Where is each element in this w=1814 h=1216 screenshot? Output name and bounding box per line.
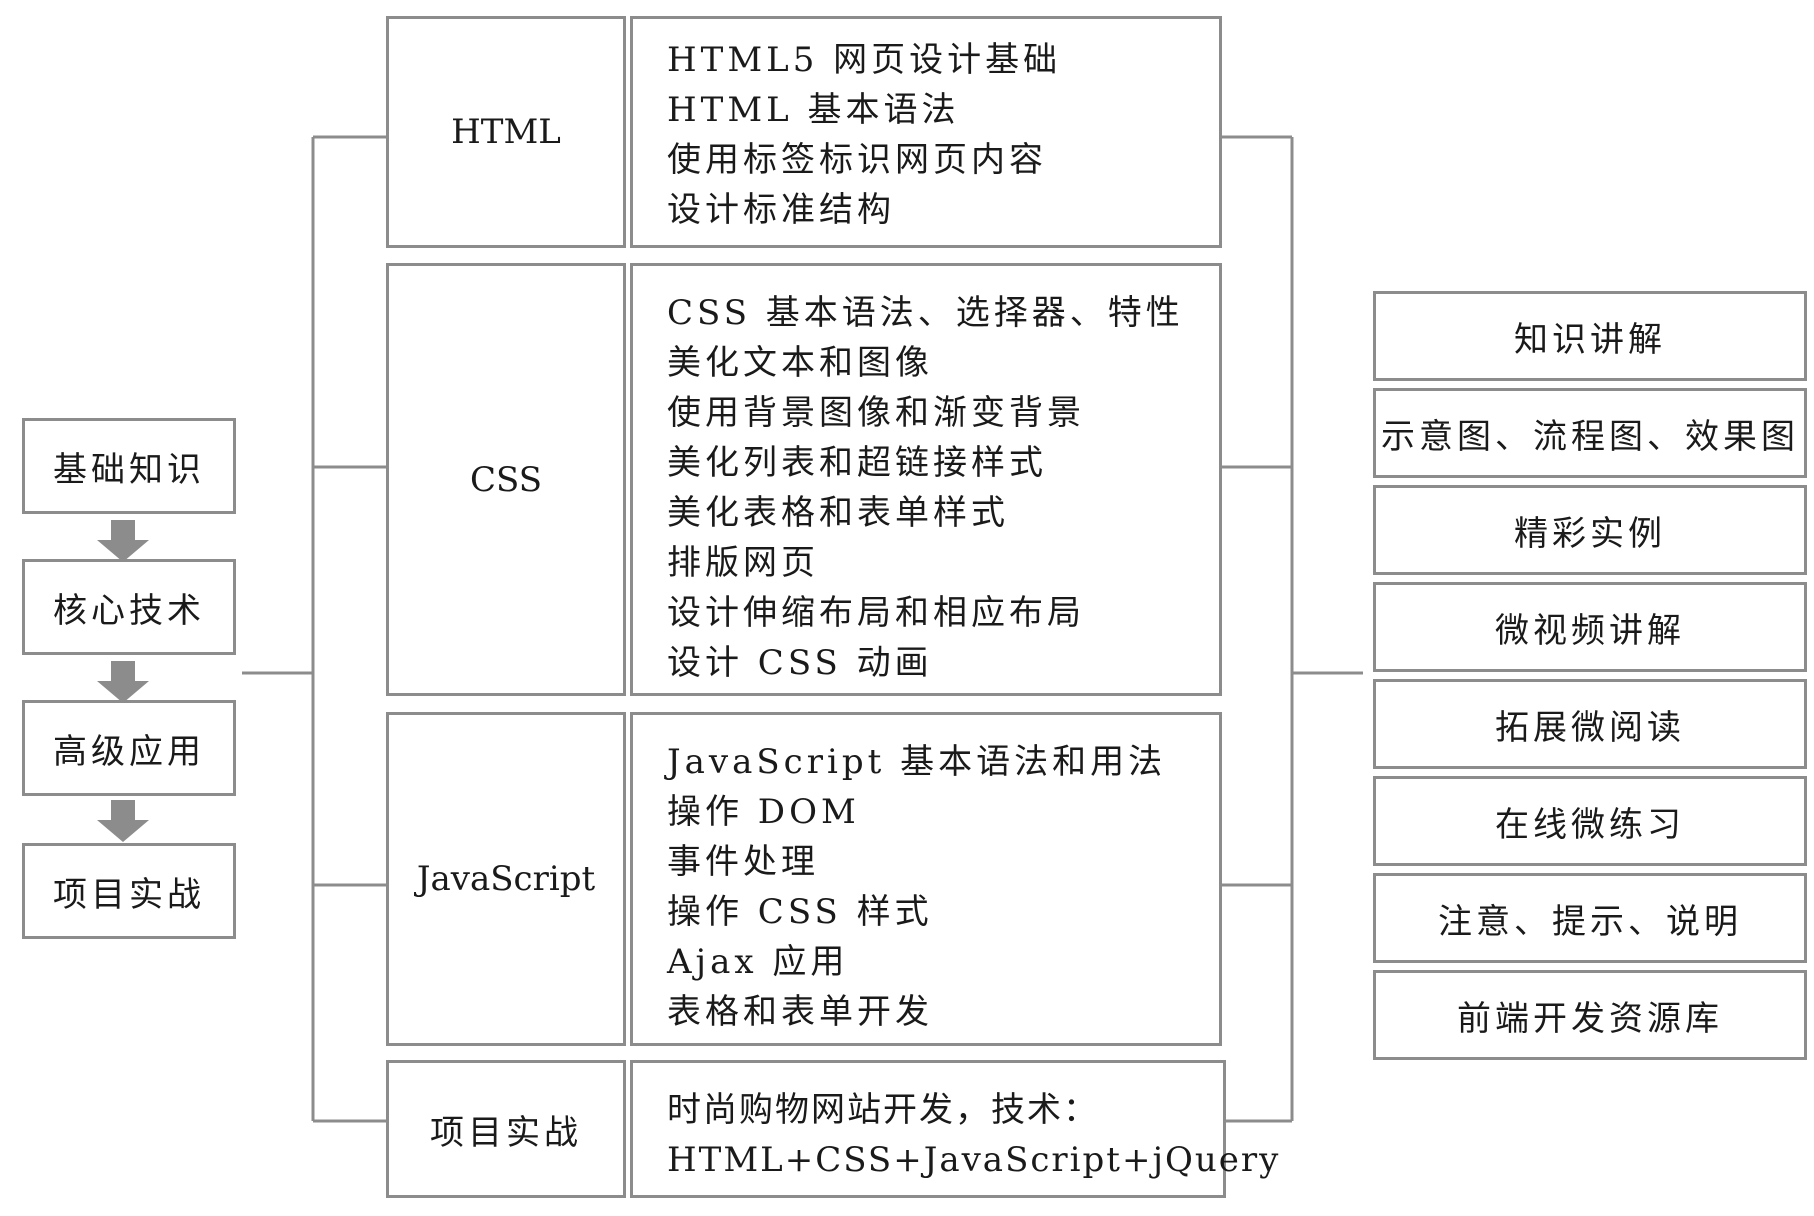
stage-advanced: 高级应用 bbox=[22, 700, 236, 796]
detail-item: CSS 基本语法、选择器、特性 bbox=[667, 293, 1184, 333]
detail-item: 排版网页 bbox=[667, 543, 819, 583]
detail-item: 设计伸缩布局和相应布局 bbox=[667, 593, 1085, 633]
detail-item: 操作 DOM bbox=[667, 792, 860, 832]
feature-practice: 在线微练习 bbox=[1373, 776, 1807, 866]
down-arrow-icon bbox=[97, 520, 149, 562]
stage-core: 核心技术 bbox=[22, 559, 236, 655]
detail-item: 表格和表单开发 bbox=[667, 992, 933, 1032]
detail-item: 设计 CSS 动画 bbox=[667, 643, 933, 683]
feature-resources: 前端开发资源库 bbox=[1373, 970, 1807, 1060]
feature-reading: 拓展微阅读 bbox=[1373, 679, 1807, 769]
stage-project: 项目实战 bbox=[22, 843, 236, 939]
down-arrow-icon bbox=[97, 800, 149, 842]
html-details: HTML5 网页设计基础 HTML 基本语法 使用标签标识网页内容 设计标准结构 bbox=[630, 16, 1222, 248]
detail-item: 美化表格和表单样式 bbox=[667, 493, 1009, 533]
detail-item: 事件处理 bbox=[667, 842, 819, 882]
topic-html: HTML bbox=[386, 16, 626, 248]
feature-knowledge: 知识讲解 bbox=[1373, 291, 1807, 381]
topic-css: CSS bbox=[386, 263, 626, 696]
down-arrow-icon bbox=[97, 661, 149, 703]
feature-diagrams: 示意图、流程图、效果图 bbox=[1373, 388, 1807, 478]
feature-tips: 注意、提示、说明 bbox=[1373, 873, 1807, 963]
detail-item: 美化列表和超链接样式 bbox=[667, 443, 1047, 483]
detail-item: Ajax 应用 bbox=[667, 942, 849, 982]
feature-examples: 精彩实例 bbox=[1373, 485, 1807, 575]
detail-item: 时尚购物网站开发，技术： bbox=[667, 1090, 1099, 1130]
detail-item: 美化文本和图像 bbox=[667, 343, 933, 383]
project-details: 时尚购物网站开发，技术： HTML+CSS+JavaScript+jQuery bbox=[630, 1060, 1281, 1198]
feature-micro-video: 微视频讲解 bbox=[1373, 582, 1807, 672]
detail-item: 使用标签标识网页内容 bbox=[667, 140, 1047, 180]
stage-basics: 基础知识 bbox=[22, 418, 236, 514]
topic-project: 项目实战 bbox=[386, 1060, 626, 1198]
detail-item: JavaScript 基本语法和用法 bbox=[667, 742, 1167, 782]
detail-item: 使用背景图像和渐变背景 bbox=[667, 393, 1085, 433]
css-details: CSS 基本语法、选择器、特性 美化文本和图像 使用背景图像和渐变背景 美化列表… bbox=[630, 263, 1222, 696]
detail-item: HTML+CSS+JavaScript+jQuery bbox=[667, 1140, 1281, 1180]
detail-item: 操作 CSS 样式 bbox=[667, 892, 933, 932]
detail-item: 设计标准结构 bbox=[667, 190, 895, 230]
topic-javascript: JavaScript bbox=[386, 712, 626, 1046]
detail-item: HTML5 网页设计基础 bbox=[667, 40, 1062, 80]
javascript-details: JavaScript 基本语法和用法 操作 DOM 事件处理 操作 CSS 样式… bbox=[630, 712, 1222, 1046]
detail-item: HTML 基本语法 bbox=[667, 90, 960, 130]
